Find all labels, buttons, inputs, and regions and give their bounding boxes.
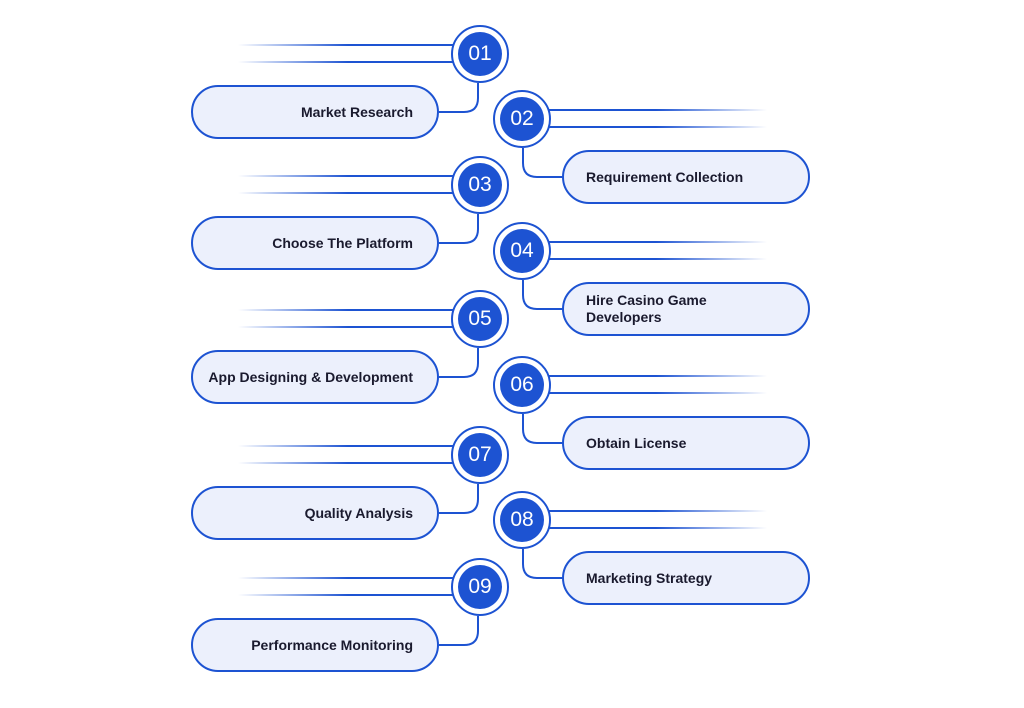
step-07-line-bottom [238,462,458,464]
step-08-badge: 08 [493,491,551,549]
step-02-connector [522,148,563,178]
step-08-connector [522,549,563,579]
step-01-card: Market Research [191,85,439,139]
step-02-card: Requirement Collection [562,150,810,204]
step-01-line-bottom [238,61,458,63]
step-06-connector [522,414,563,444]
step-04-line-bottom [545,258,767,260]
step-01-number: 01 [458,32,502,76]
step-05-number: 05 [458,297,502,341]
step-07-number: 07 [458,433,502,477]
step-09-card: Performance Monitoring [191,618,439,672]
step-03-number: 03 [458,163,502,207]
step-02-number: 02 [500,97,544,141]
step-08-card: Marketing Strategy [562,551,810,605]
step-04-card: Hire Casino Game Developers [562,282,810,336]
step-02-badge: 02 [493,90,551,148]
step-05-line-top [238,309,458,311]
step-03-label: Choose The Platform [272,234,413,251]
step-08-label: Marketing Strategy [586,569,713,586]
step-09-badge: 09 [451,558,509,616]
step-01-connector [439,83,479,113]
step-08-line-bottom [545,527,767,529]
step-01-line-top [238,44,458,46]
step-06-label: Obtain License [586,434,687,451]
step-09-line-bottom [238,594,458,596]
step-05-connector [439,348,479,378]
step-05-label: App Designing & Development [208,368,413,385]
step-02-line-bottom [545,126,767,128]
step-04-line-top [545,241,767,243]
step-09-number: 09 [458,565,502,609]
step-04-connector [522,280,563,310]
step-07-badge: 07 [451,426,509,484]
step-09-connector [439,616,479,646]
step-05-badge: 05 [451,290,509,348]
step-09-label: Performance Monitoring [251,636,413,653]
step-08-line-top [545,510,767,512]
step-05-line-bottom [238,326,458,328]
step-06-card: Obtain License [562,416,810,470]
step-07-line-top [238,445,458,447]
step-07-card: Quality Analysis [191,486,439,540]
step-09-line-top [238,577,458,579]
step-01-label: Market Research [300,103,413,120]
step-08-number: 08 [500,498,544,542]
step-05-card: App Designing & Development [191,350,439,404]
step-04-badge: 04 [493,222,551,280]
step-06-badge: 06 [493,356,551,414]
step-04-label: Hire Casino Game Developers [586,292,707,325]
step-03-line-bottom [238,192,458,194]
step-03-card: Choose The Platform [191,216,439,270]
step-06-line-bottom [545,392,767,394]
step-03-connector [439,214,479,244]
step-07-label: Quality Analysis [304,504,413,521]
step-03-badge: 03 [451,156,509,214]
step-04-number: 04 [500,229,544,273]
step-07-connector [439,484,479,514]
step-02-line-top [545,109,767,111]
step-06-number: 06 [500,363,544,407]
step-06-line-top [545,375,767,377]
step-03-line-top [238,175,458,177]
step-02-label: Requirement Collection [586,168,744,185]
step-01-badge: 01 [451,25,509,83]
